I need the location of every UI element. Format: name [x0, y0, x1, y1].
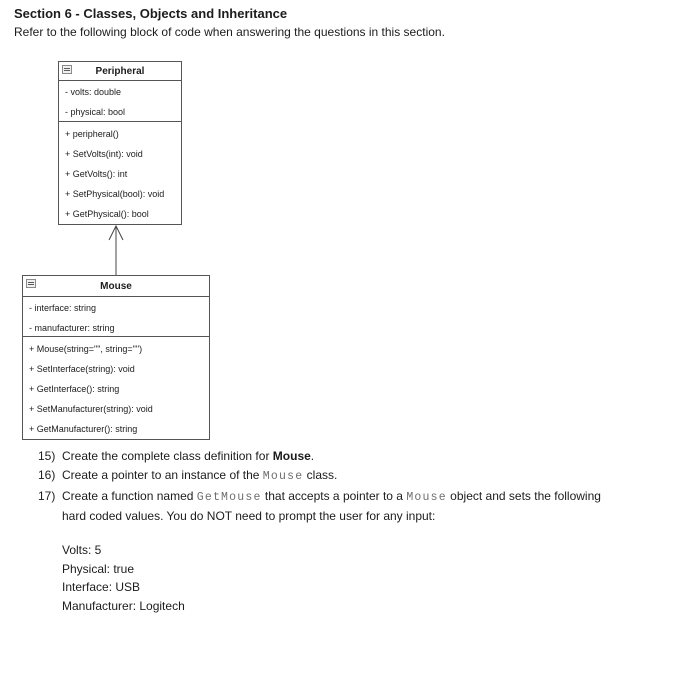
question-15: 15) Create the complete class definition…	[38, 447, 678, 466]
method: + Mouse(string="", string="")	[29, 344, 143, 354]
attribute: - volts: double	[65, 87, 122, 97]
value-line-interface: Interface: USB	[62, 580, 141, 594]
question-number: 16)	[38, 468, 56, 483]
method: + GetInterface(): string	[29, 384, 120, 394]
class-name-peripheral: Peripheral	[95, 65, 145, 77]
method: + peripheral()	[65, 129, 119, 139]
hardcoded-values: Volts: 5 Physical: true Interface: USB M…	[62, 541, 185, 615]
value-line-volts: Volts: 5	[62, 543, 102, 557]
inheritance-arrow	[108, 224, 124, 276]
method: + GetPhysical(): bool	[65, 209, 149, 219]
question-number: 15)	[38, 449, 56, 463]
method: + SetVolts(int): void	[65, 149, 143, 159]
method: + SetManufacturer(string): void	[29, 404, 153, 414]
value-line-physical: Physical: true	[62, 561, 135, 576]
method: + GetManufacturer(): string	[29, 424, 138, 434]
value-line-manufacturer: Manufacturer: Logitech	[62, 598, 185, 613]
method: + SetInterface(string): void	[29, 364, 135, 374]
question-17: 17) Create a function named GetMouse tha…	[38, 487, 678, 527]
attribute: - physical: bool	[65, 107, 126, 117]
collapse-icon	[62, 65, 72, 74]
collapse-icon	[26, 279, 36, 288]
attribute: - manufacturer: string	[29, 323, 115, 333]
uml-class-mouse: Mouse - interface: string - manufacturer…	[22, 275, 210, 440]
method: + SetPhysical(bool): void	[65, 189, 165, 199]
question-list: 15) Create the complete class definition…	[38, 447, 678, 526]
peripheral-methods: + peripheral() + SetVolts(int): void + G…	[59, 122, 181, 224]
section-intro: Refer to the following block of code whe…	[14, 25, 445, 39]
method: + GetVolts(): int	[65, 169, 128, 179]
mouse-header: Mouse	[23, 276, 209, 297]
section-title: Section 6 - Classes, Objects and Inherit…	[14, 6, 288, 21]
question-text: Create a pointer to an instance of the M…	[62, 468, 338, 484]
question-number: 17)	[38, 488, 56, 503]
mouse-attributes: - interface: string - manufacturer: stri…	[23, 297, 209, 337]
peripheral-attributes: - volts: double - physical: bool	[59, 81, 181, 122]
question-text: Create a function named GetMouse that ac…	[62, 488, 601, 523]
attribute: - interface: string	[29, 303, 97, 313]
question-text: Create the complete class definition for…	[62, 449, 315, 463]
mouse-methods: + Mouse(string="", string="") + SetInter…	[23, 337, 209, 439]
peripheral-header: Peripheral	[59, 62, 181, 81]
class-name-mouse: Mouse	[100, 280, 132, 292]
uml-class-peripheral: Peripheral - volts: double - physical: b…	[58, 61, 182, 225]
question-16: 16) Create a pointer to an instance of t…	[38, 466, 678, 486]
